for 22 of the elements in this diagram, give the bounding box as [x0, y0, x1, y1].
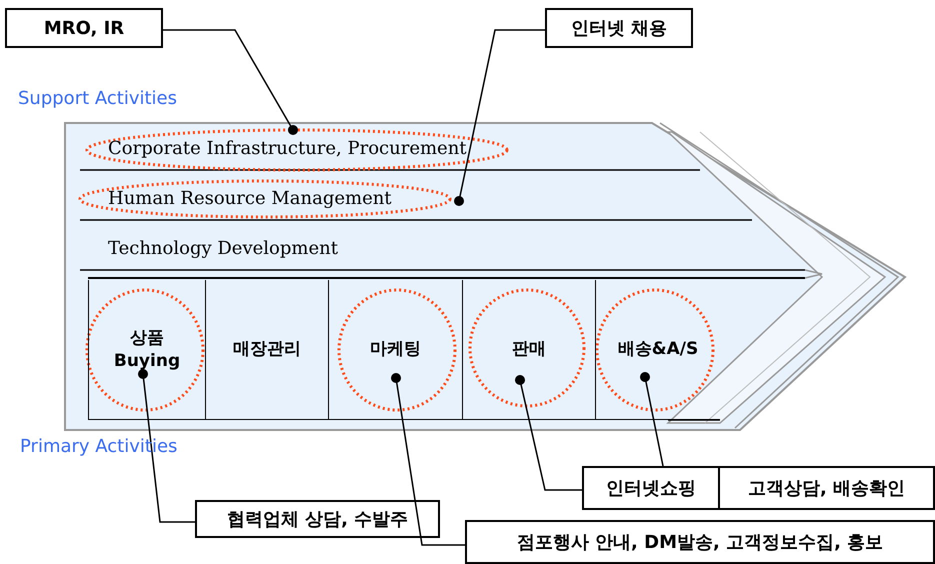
- support-activity: Human Resource Management: [88, 178, 648, 218]
- leader-line: [640, 372, 664, 466]
- leader-line: [163, 29, 298, 135]
- leader-line: [138, 369, 195, 523]
- callout-box: 인터넷 채용: [545, 8, 693, 48]
- activity-cell: 마케팅: [328, 280, 462, 420]
- leader-line: [454, 29, 545, 206]
- support-activity: Technology Development: [88, 228, 648, 268]
- callout-text: 고객상담, 배송확인: [718, 468, 933, 508]
- activity-cell: 상품 Buying: [88, 280, 205, 420]
- activity-cell: 매장관리: [205, 280, 328, 420]
- support-activity: Corporate Infrastructure, Procurement: [88, 128, 648, 168]
- activity-cell: 판매: [462, 280, 595, 420]
- activity-cell: 배송&A/S: [595, 280, 720, 420]
- callout-box: [582, 466, 935, 510]
- leader-line: [515, 375, 582, 491]
- callout-text: 인터넷쇼핑: [605, 477, 697, 501]
- callout-box: 점포행사 안내, DM발송, 고객정보수집, 홍보: [465, 520, 935, 564]
- leader-line: [391, 373, 465, 546]
- section-label: Support Activities: [18, 88, 177, 109]
- callout-box: MRO, IR: [5, 8, 163, 48]
- callout-box: 협력업체 상담, 수발주: [195, 500, 440, 538]
